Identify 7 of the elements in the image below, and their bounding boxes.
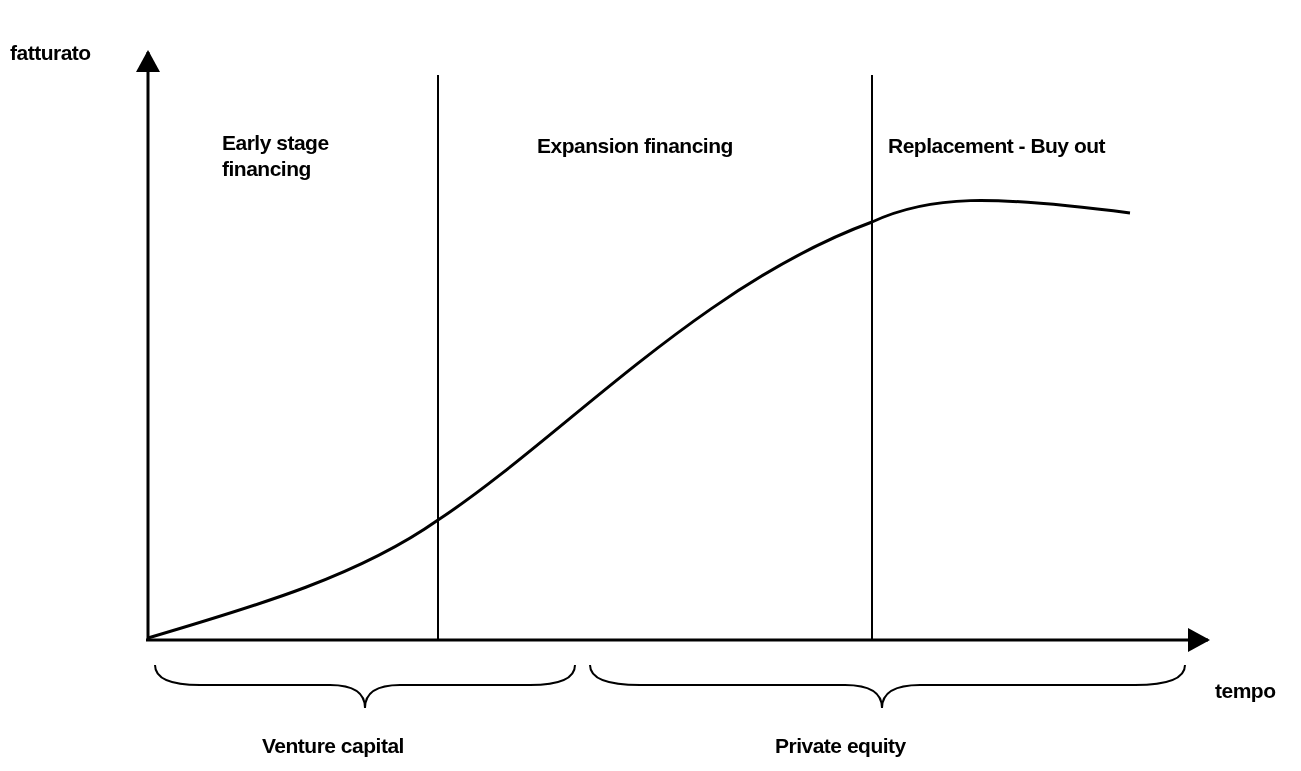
stage-label: Replacement - Buy out <box>888 133 1106 159</box>
stage-label: Expansion financing <box>537 133 733 159</box>
axis-label: tempo <box>1215 678 1276 704</box>
stage-label: Early stage financing <box>222 130 330 183</box>
brace-label: Private equity <box>775 733 906 759</box>
axis-label: fatturato <box>10 40 91 66</box>
brace-label: Venture capital <box>262 733 404 759</box>
